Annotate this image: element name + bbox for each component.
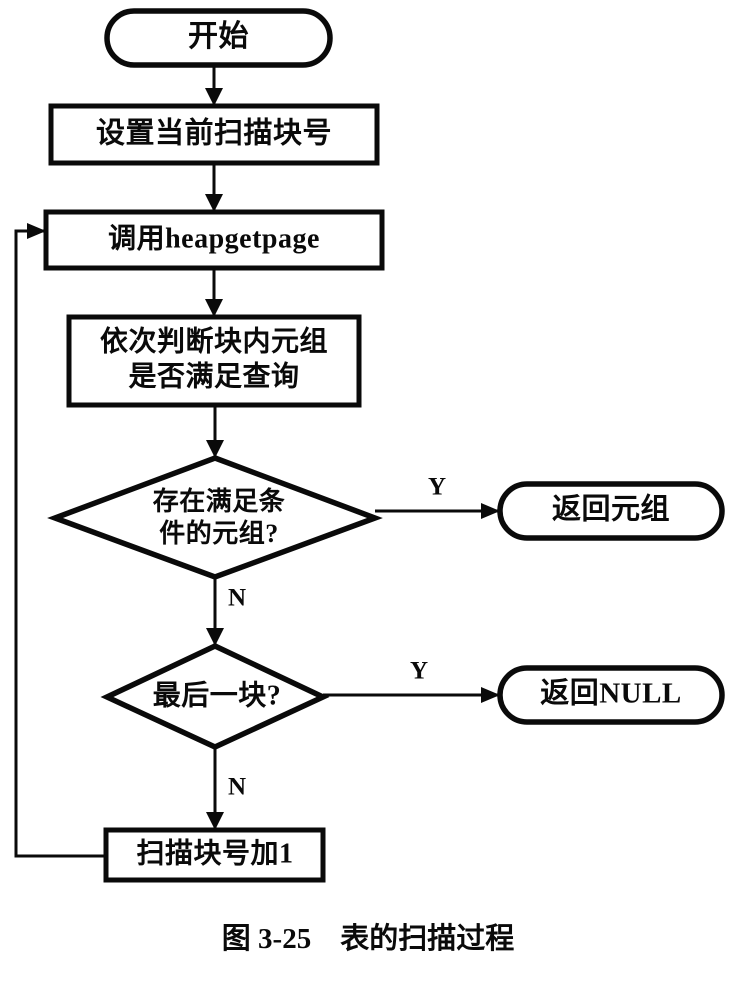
node-decision-last-block[interactable]: 最后一块? — [100, 642, 330, 751]
node-start[interactable]: 开始 — [104, 8, 333, 68]
node-return-tuple[interactable]: 返回元组 — [497, 481, 725, 541]
node-check-tuples-label-line2: 是否满足查询 — [128, 360, 299, 392]
edge-increment-loopback-to-heapgetpage — [14, 223, 106, 858]
node-decision-last-block-label: 最后一块? — [153, 679, 282, 711]
edge-check-tuples-to-decision1 — [206, 405, 224, 458]
node-return-tuple-label: 返回元组 — [552, 492, 670, 526]
node-return-null-label: 返回NULL — [540, 677, 682, 710]
edge-set-block-to-heapgetpage — [205, 163, 223, 212]
node-call-heapgetpage-label: 调用heapgetpage — [108, 222, 320, 254]
edge-heapgetpage-to-check-tuples — [205, 268, 223, 317]
node-start-label: 开始 — [188, 20, 249, 53]
edge-decision2-yes-to-return-null: Y — [323, 658, 500, 703]
edge-decision1-yes-to-return-tuple: Y — [375, 474, 500, 519]
edge-start-to-set-block — [205, 65, 223, 106]
node-decision-has-matching-tuple-label-line2: 件的元组? — [159, 518, 279, 548]
node-decision-has-matching-tuple[interactable]: 存在满足条 件的元组? — [47, 455, 383, 580]
edge-label-yes-1: Y — [428, 474, 446, 501]
node-set-block-number-label: 设置当前扫描块号 — [96, 116, 332, 150]
node-increment-block-number-label: 扫描块号加1 — [136, 837, 293, 869]
node-set-block-number[interactable]: 设置当前扫描块号 — [48, 103, 380, 166]
node-increment-block-number[interactable]: 扫描块号加1 — [103, 827, 326, 883]
node-call-heapgetpage[interactable]: 调用heapgetpage — [43, 209, 385, 271]
edge-decision1-no-to-decision2: N — [206, 577, 246, 646]
edge-label-yes-2: Y — [410, 658, 428, 685]
node-return-null[interactable]: 返回NULL — [497, 665, 725, 725]
edge-label-no-2: N — [228, 774, 246, 801]
edge-decision2-no-to-increment: N — [206, 747, 246, 830]
figure-caption: 图 3-25 表的扫描过程 — [221, 923, 515, 955]
node-decision-has-matching-tuple-label-line1: 存在满足条 — [153, 487, 286, 516]
node-check-tuples-label-line1: 依次判断块内元组 — [100, 324, 328, 357]
edge-label-no-1: N — [228, 585, 246, 612]
node-check-tuples[interactable]: 依次判断块内元组 是否满足查询 — [66, 314, 362, 408]
